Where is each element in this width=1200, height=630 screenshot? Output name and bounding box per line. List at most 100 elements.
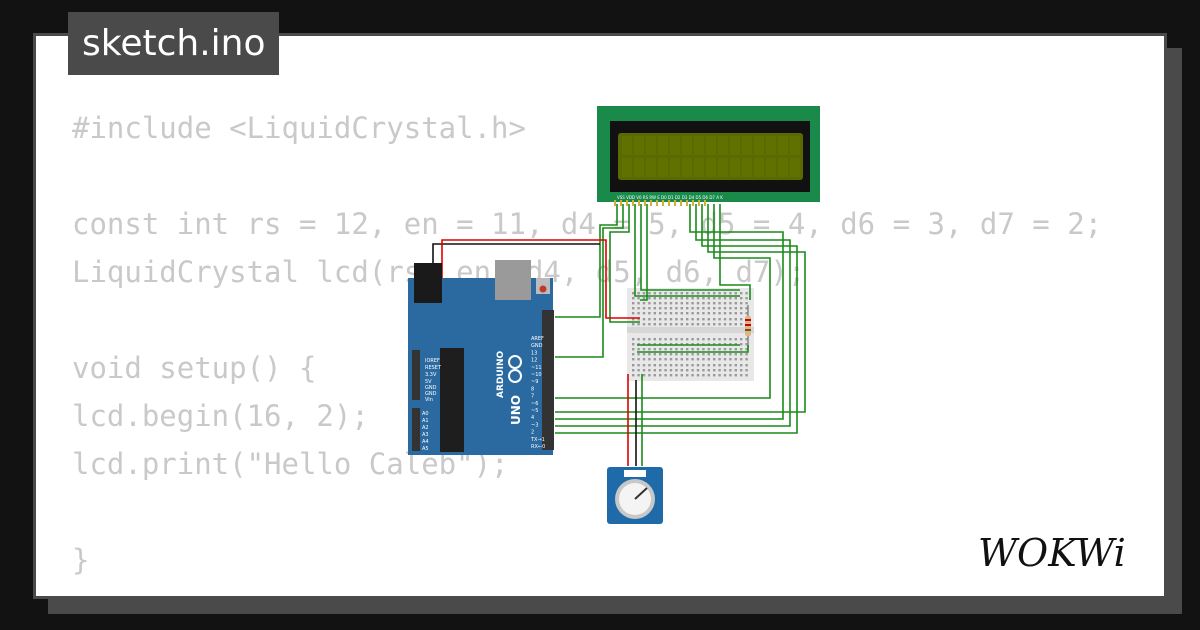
analog-label: A2: [422, 425, 429, 431]
breadboard-hole: [740, 358, 743, 361]
breadboard: [627, 288, 754, 381]
breadboard-hole: [696, 374, 700, 377]
breadboard-hole: [696, 318, 700, 321]
breadboard-hole: [664, 318, 667, 321]
breadboard-hole: [745, 364, 748, 367]
breadboard-hole: [675, 292, 678, 295]
breadboard-hole: [707, 297, 710, 300]
breadboard-hole: [669, 292, 673, 295]
breadboard-hole: [632, 343, 635, 346]
breadboard-hole: [702, 312, 705, 315]
breadboard-hole: [653, 369, 656, 372]
breadboard-hole: [680, 302, 683, 305]
breadboard-hole: [723, 323, 727, 326]
breadboard-hole: [740, 323, 743, 326]
breadboard-hole: [691, 323, 694, 326]
breadboard-hole: [680, 338, 683, 341]
power-label: RESET: [425, 365, 442, 371]
breadboard-hole: [669, 364, 673, 367]
breadboard-hole: [713, 318, 716, 321]
breadboard-hole: [675, 307, 678, 310]
power-label: Vin: [425, 397, 433, 403]
breadboard-hole: [696, 353, 700, 356]
breadboard-hole: [745, 358, 748, 361]
lcd-display: VSS VDD V0 RS RW E D0 D1 D2 D3 D4 D5 D6 …: [597, 106, 820, 206]
breadboard-hole: [675, 358, 678, 361]
breadboard-hole: [669, 348, 673, 351]
breadboard-hole: [632, 302, 635, 305]
breadboard-hole: [691, 353, 694, 356]
breadboard-hole: [632, 318, 635, 321]
breadboard-hole: [740, 312, 743, 315]
breadboard-hole: [637, 307, 640, 310]
breadboard-hole: [648, 307, 651, 310]
breadboard-hole: [659, 364, 662, 367]
breadboard-hole: [729, 348, 732, 351]
arduino-logo-icon: [508, 355, 522, 383]
analog-label: A4: [422, 439, 429, 445]
breadboard-hole: [734, 297, 737, 300]
breadboard-hole: [648, 353, 651, 356]
code-line: void setup() {: [72, 351, 317, 385]
breadboard-hole: [653, 364, 656, 367]
analog-label: A3: [422, 432, 429, 438]
breadboard-hole: [637, 323, 640, 326]
breadboard-hole: [696, 292, 700, 295]
breadboard-hole: [707, 292, 710, 295]
power-label: GND: [425, 391, 437, 397]
breadboard-hole: [648, 348, 651, 351]
breadboard-hole: [729, 353, 732, 356]
breadboard-hole: [707, 358, 710, 361]
breadboard-hole: [723, 353, 727, 356]
code-line: #include <LiquidCrystal.h>: [72, 111, 526, 145]
breadboard-hole: [702, 292, 705, 295]
breadboard-hole: [632, 348, 635, 351]
breadboard-hole: [659, 353, 662, 356]
breadboard-hole: [729, 302, 732, 305]
breadboard-hole: [653, 292, 656, 295]
breadboard-hole: [729, 292, 732, 295]
breadboard-hole: [659, 297, 662, 300]
breadboard-hole: [669, 302, 673, 305]
breadboard-hole: [686, 353, 689, 356]
breadboard-hole: [680, 358, 683, 361]
breadboard-hole: [648, 318, 651, 321]
breadboard-hole: [637, 302, 640, 305]
breadboard-hole: [740, 302, 743, 305]
breadboard-hole: [745, 348, 748, 351]
breadboard-hole: [664, 348, 667, 351]
breadboard-hole: [632, 374, 635, 377]
breadboard-hole: [740, 348, 743, 351]
breadboard-hole: [745, 353, 748, 356]
wokwi-logo-text: WOKWi: [978, 531, 1126, 575]
analog-label: A1: [422, 418, 429, 424]
breadboard-hole: [675, 318, 678, 321]
breadboard-hole: [740, 292, 743, 295]
breadboard-hole: [696, 323, 700, 326]
breadboard-hole: [686, 338, 689, 341]
breadboard-hole: [713, 348, 716, 351]
breadboard-hole: [680, 312, 683, 315]
breadboard-hole: [669, 297, 673, 300]
breadboard-hole: [680, 318, 683, 321]
breadboard-hole: [707, 307, 710, 310]
breadboard-hole: [713, 297, 716, 300]
breadboard-hole: [691, 364, 694, 367]
digital-pin-label: 12: [531, 358, 537, 364]
arduino-brand-label: ARDUINO: [496, 350, 506, 398]
breadboard-hole: [653, 312, 656, 315]
breadboard-hole: [702, 364, 705, 367]
digital-pin-label: TX→1: [530, 437, 545, 443]
breadboard-hole: [648, 369, 651, 372]
breadboard-hole: [659, 323, 662, 326]
breadboard-hole: [734, 338, 737, 341]
breadboard-hole: [669, 318, 673, 321]
breadboard-hole: [723, 292, 727, 295]
breadboard-hole: [718, 307, 721, 310]
breadboard-hole: [632, 312, 635, 315]
breadboard-hole: [686, 374, 689, 377]
breadboard-hole: [669, 307, 673, 310]
breadboard-hole: [659, 302, 662, 305]
breadboard-hole: [707, 312, 710, 315]
breadboard-hole: [718, 338, 721, 341]
